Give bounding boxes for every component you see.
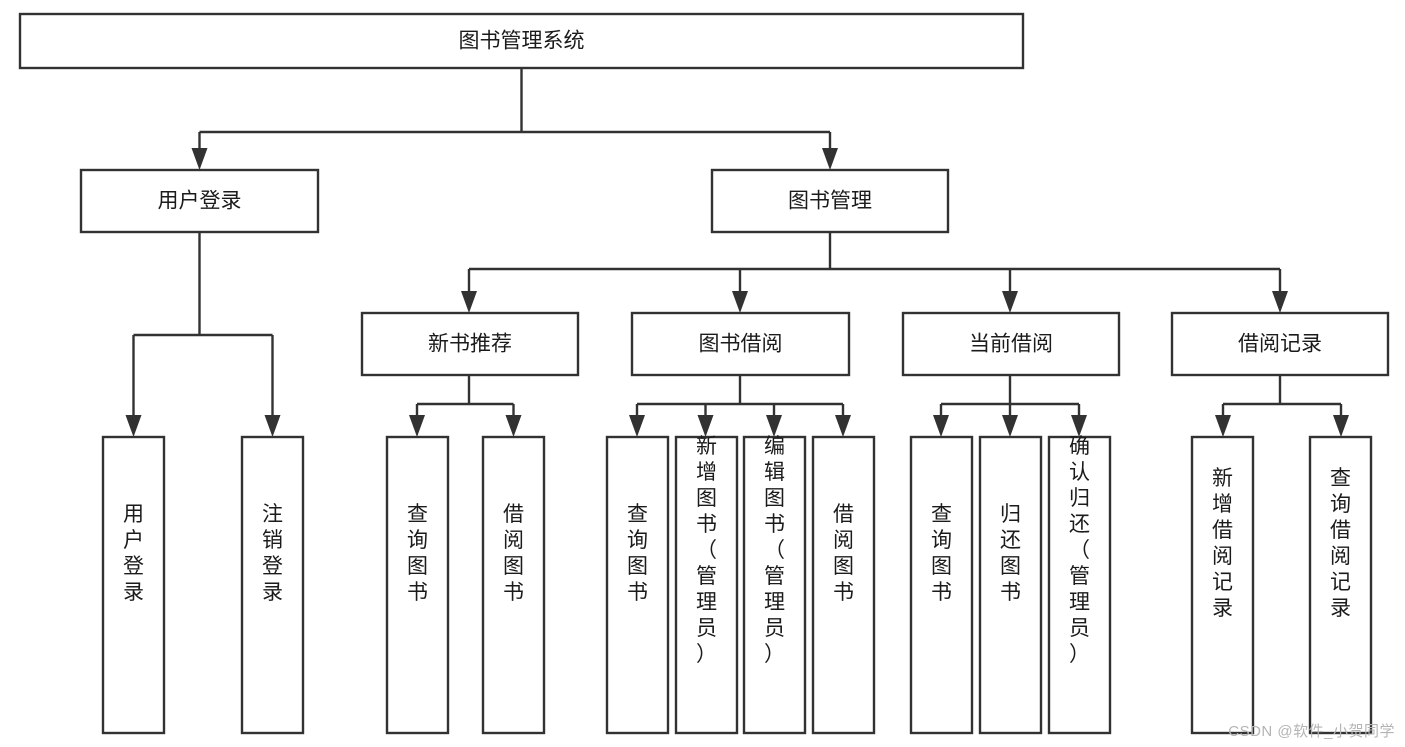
node-leaf-query-book-3-label: 查询图书 [931, 503, 952, 604]
node-user-login[interactable]: 用户登录 [79, 168, 320, 234]
node-leaf-query-record-label: 查询借阅记录 [1330, 467, 1351, 620]
arrow-head-leaf-borrow-book-1 [505, 415, 522, 437]
node-leaf-borrow-book-1-label: 借阅图书 [503, 503, 524, 604]
arrow-head-leaf-logout [264, 415, 281, 437]
node-leaf-user-login-label: 用户登录 [123, 503, 144, 604]
node-leaf-query-book-3[interactable]: 查询图书 [909, 435, 974, 735]
node-leaf-query-book-1[interactable]: 查询图书 [385, 435, 450, 735]
arrow-head-leaf-edit-book [766, 415, 782, 437]
arrow-head-leaf-return-book [1002, 415, 1018, 437]
node-leaf-query-book-2-label: 查询图书 [627, 503, 648, 604]
node-book-manage-label: 图书管理 [788, 190, 872, 213]
arrow-head-leaf-confirm-return [1071, 415, 1087, 437]
node-book-borrow-label: 图书借阅 [699, 333, 783, 356]
node-book-manage[interactable]: 图书管理 [710, 168, 950, 234]
node-leaf-query-book-2[interactable]: 查询图书 [605, 435, 670, 735]
node-leaf-edit-book-label: 编辑图书（管理员） [764, 435, 785, 666]
node-user-login-label: 用户登录 [158, 190, 242, 213]
arrow-head-book-borrow [732, 291, 748, 313]
arrow-head-leaf-query-book-1 [409, 415, 425, 437]
arrow-head-current-borrow [1002, 291, 1018, 313]
arrow-head-leaf-query-book-2 [629, 415, 645, 437]
node-current-borrow[interactable]: 当前借阅 [901, 311, 1121, 377]
arrow-head-user-login [191, 148, 208, 170]
arrow-head-borrow-record [1272, 291, 1288, 313]
node-leaf-borrow-book-2[interactable]: 借阅图书 [811, 435, 876, 735]
node-leaf-add-book-label: 新增图书（管理员） [696, 435, 717, 666]
node-current-borrow-label: 当前借阅 [969, 333, 1053, 356]
node-leaf-edit-book[interactable]: 编辑图书（管理员） [742, 435, 807, 735]
node-root-label: 图书管理系统 [459, 30, 585, 53]
node-leaf-query-book-1-label: 查询图书 [407, 503, 428, 604]
arrow-head-leaf-add-book [697, 415, 714, 437]
node-borrow-record-label: 借阅记录 [1238, 333, 1322, 356]
node-leaf-borrow-book-1[interactable]: 借阅图书 [481, 435, 546, 735]
node-leaf-add-record-label: 新增借阅记录 [1212, 467, 1233, 620]
node-leaf-confirm-return[interactable]: 确认归还（管理员） [1047, 435, 1112, 735]
node-book-borrow[interactable]: 图书借阅 [630, 311, 851, 377]
node-leaf-add-record[interactable]: 新增借阅记录 [1190, 435, 1255, 735]
node-new-book-rec-label: 新书推荐 [428, 333, 512, 356]
arrow-head-leaf-add-record [1215, 415, 1231, 437]
node-root[interactable]: 图书管理系统 [18, 12, 1025, 70]
node-leaf-query-record[interactable]: 查询借阅记录 [1308, 435, 1373, 735]
node-new-book-rec[interactable]: 新书推荐 [360, 311, 580, 377]
node-leaf-confirm-return-label: 确认归还（管理员） [1069, 435, 1090, 666]
node-leaf-return-book[interactable]: 归还图书 [978, 435, 1043, 735]
node-leaf-logout[interactable]: 注销登录 [240, 435, 305, 735]
arrow-head-leaf-borrow-book-2 [835, 415, 851, 437]
node-leaf-return-book-label: 归还图书 [1000, 503, 1021, 604]
arrow-head-book-manage [822, 148, 838, 170]
node-leaf-logout-label: 注销登录 [262, 503, 283, 604]
arrow-head-leaf-query-book-3 [933, 415, 949, 437]
node-borrow-record[interactable]: 借阅记录 [1170, 311, 1390, 377]
node-leaf-user-login[interactable]: 用户登录 [101, 435, 166, 735]
watermark-text: CSDN @软件_小贺同学 [1228, 723, 1395, 740]
arrow-head-leaf-query-record [1333, 415, 1349, 437]
arrow-head-new-book-rec [461, 291, 477, 313]
arrow-head-leaf-user-login [125, 415, 142, 437]
node-leaf-borrow-book-2-label: 借阅图书 [833, 503, 854, 604]
connector-layer [125, 68, 1349, 437]
node-leaf-add-book[interactable]: 新增图书（管理员） [674, 435, 739, 735]
